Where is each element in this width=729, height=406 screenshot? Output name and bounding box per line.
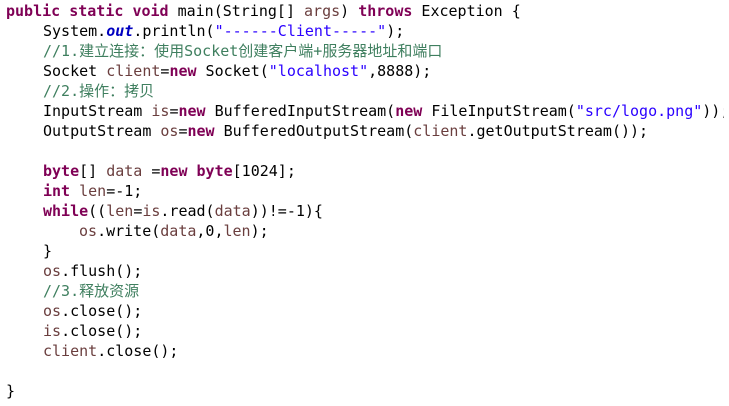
keyword-while: while	[43, 202, 89, 220]
statement-end: );	[386, 22, 405, 40]
keyword-static: static	[69, 2, 124, 20]
assign-operator: =	[133, 202, 143, 220]
statement-end: );	[250, 222, 269, 240]
close-call: .close();	[61, 322, 143, 340]
keyword-byte: byte	[196, 162, 233, 180]
code-line-9: byte[] data =new byte[1024];	[6, 161, 724, 181]
string-client: "------Client-----"	[214, 22, 387, 40]
string-localhost: "localhost"	[268, 62, 369, 80]
code-line-18: client.close();	[6, 341, 724, 361]
keyword-public: public	[6, 2, 61, 20]
variable-len: len	[79, 182, 107, 200]
code-line-20: }	[6, 381, 724, 401]
offset-arg: ,0,	[196, 222, 224, 240]
variable-is: is	[142, 202, 161, 220]
variable-os: os	[160, 122, 179, 140]
variable-len: len	[106, 202, 134, 220]
socket-constructor: Socket(	[196, 62, 269, 80]
assign-operator: =	[178, 122, 188, 140]
keyword-void: void	[132, 2, 169, 20]
code-line-blank	[6, 141, 724, 161]
assign-operator: =	[169, 102, 179, 120]
statement-end: ));	[702, 102, 724, 120]
loop-condition-end: ))!=-1){	[250, 202, 323, 220]
code-line-13: }	[6, 241, 724, 261]
file-input-constructor: FileInputStream(	[422, 102, 576, 120]
write-call: .write(	[97, 222, 161, 240]
variable-os: os	[43, 302, 62, 320]
assign-operator: =	[142, 162, 161, 180]
variable-len: len	[223, 222, 251, 240]
code-line-5: //2.操作：拷贝	[6, 81, 724, 101]
array-brackets: []	[79, 162, 107, 180]
method-signature: main(String[]	[168, 2, 305, 20]
variable-os: os	[79, 222, 98, 240]
flush-call: .flush();	[61, 262, 143, 280]
keyword-throws: throws	[358, 2, 413, 20]
code-line-blank	[6, 361, 724, 381]
code-line-14: os.flush();	[6, 261, 724, 281]
type-inputstream: InputStream	[43, 102, 152, 120]
code-line-6: InputStream is=new BufferedInputStream(n…	[6, 101, 724, 121]
close-call: .close();	[97, 342, 179, 360]
comment-connect: //1.建立连接：使用Socket创建客户端+服务器地址和端口	[43, 42, 443, 60]
open-parens: ((	[88, 202, 107, 220]
keyword-new: new	[187, 122, 215, 140]
code-line-4: Socket client=new Socket("localhost",888…	[6, 61, 724, 81]
code-line-16: os.close();	[6, 301, 724, 321]
code-line-2: System.out.println("------Client-----");	[6, 21, 724, 41]
type-socket: Socket	[43, 62, 107, 80]
comment-release: //3.释放资源	[43, 282, 140, 300]
println-call: .println(	[133, 22, 215, 40]
code-line-17: is.close();	[6, 321, 724, 341]
variable-is: is	[151, 102, 170, 120]
code-line-15: //3.释放资源	[6, 281, 724, 301]
closing-brace: }	[6, 382, 16, 400]
read-call: .read(	[160, 202, 215, 220]
variable-client: client	[413, 122, 468, 140]
variable-os: os	[43, 262, 62, 280]
get-output-stream-call: .getOutputStream());	[467, 122, 649, 140]
variable-data: data	[106, 162, 143, 180]
keyword-byte: byte	[43, 162, 80, 180]
keyword-new: new	[395, 102, 423, 120]
close-call: .close();	[61, 302, 143, 320]
keyword-new: new	[169, 62, 197, 80]
len-initializer: =-1;	[106, 182, 143, 200]
variable-client: client	[106, 62, 161, 80]
variable-client: client	[43, 342, 98, 360]
closing-brace: }	[43, 242, 53, 260]
buffered-output-constructor: BufferedOutputStream(	[214, 122, 414, 140]
code-line-10: int len=-1;	[6, 181, 724, 201]
code-line-3: //1.建立连接：使用Socket创建客户端+服务器地址和端口	[6, 41, 724, 61]
type-outputstream: OutputStream	[43, 122, 161, 140]
code-line-7: OutputStream os=new BufferedOutputStream…	[6, 121, 724, 141]
code-line-11: while((len=is.read(data))!=-1){	[6, 201, 724, 221]
whitespace	[70, 182, 79, 200]
port-args: ,8888);	[368, 62, 432, 80]
string-file-path: "src/logo.png"	[575, 102, 703, 120]
variable-data: data	[160, 222, 197, 240]
keyword-new: new	[160, 162, 188, 180]
buffered-input-constructor: BufferedInputStream(	[205, 102, 396, 120]
field-out: out	[106, 22, 134, 40]
variable-is: is	[43, 322, 62, 340]
keyword-new: new	[178, 102, 206, 120]
assign-operator: =	[160, 62, 170, 80]
exception-type: Exception {	[412, 2, 521, 20]
variable-data: data	[214, 202, 251, 220]
system-class: System.	[43, 22, 107, 40]
code-line-12: os.write(data,0,len);	[6, 221, 724, 241]
code-line-1: public static void main(String[] args) t…	[6, 1, 724, 21]
close-paren: )	[340, 2, 359, 20]
comment-copy: //2.操作：拷贝	[43, 82, 155, 100]
keyword-int: int	[43, 182, 71, 200]
code-editor[interactable]: public static void main(String[] args) t…	[6, 1, 724, 403]
parameter-args: args	[304, 2, 341, 20]
whitespace	[188, 162, 197, 180]
array-size: [1024];	[232, 162, 296, 180]
